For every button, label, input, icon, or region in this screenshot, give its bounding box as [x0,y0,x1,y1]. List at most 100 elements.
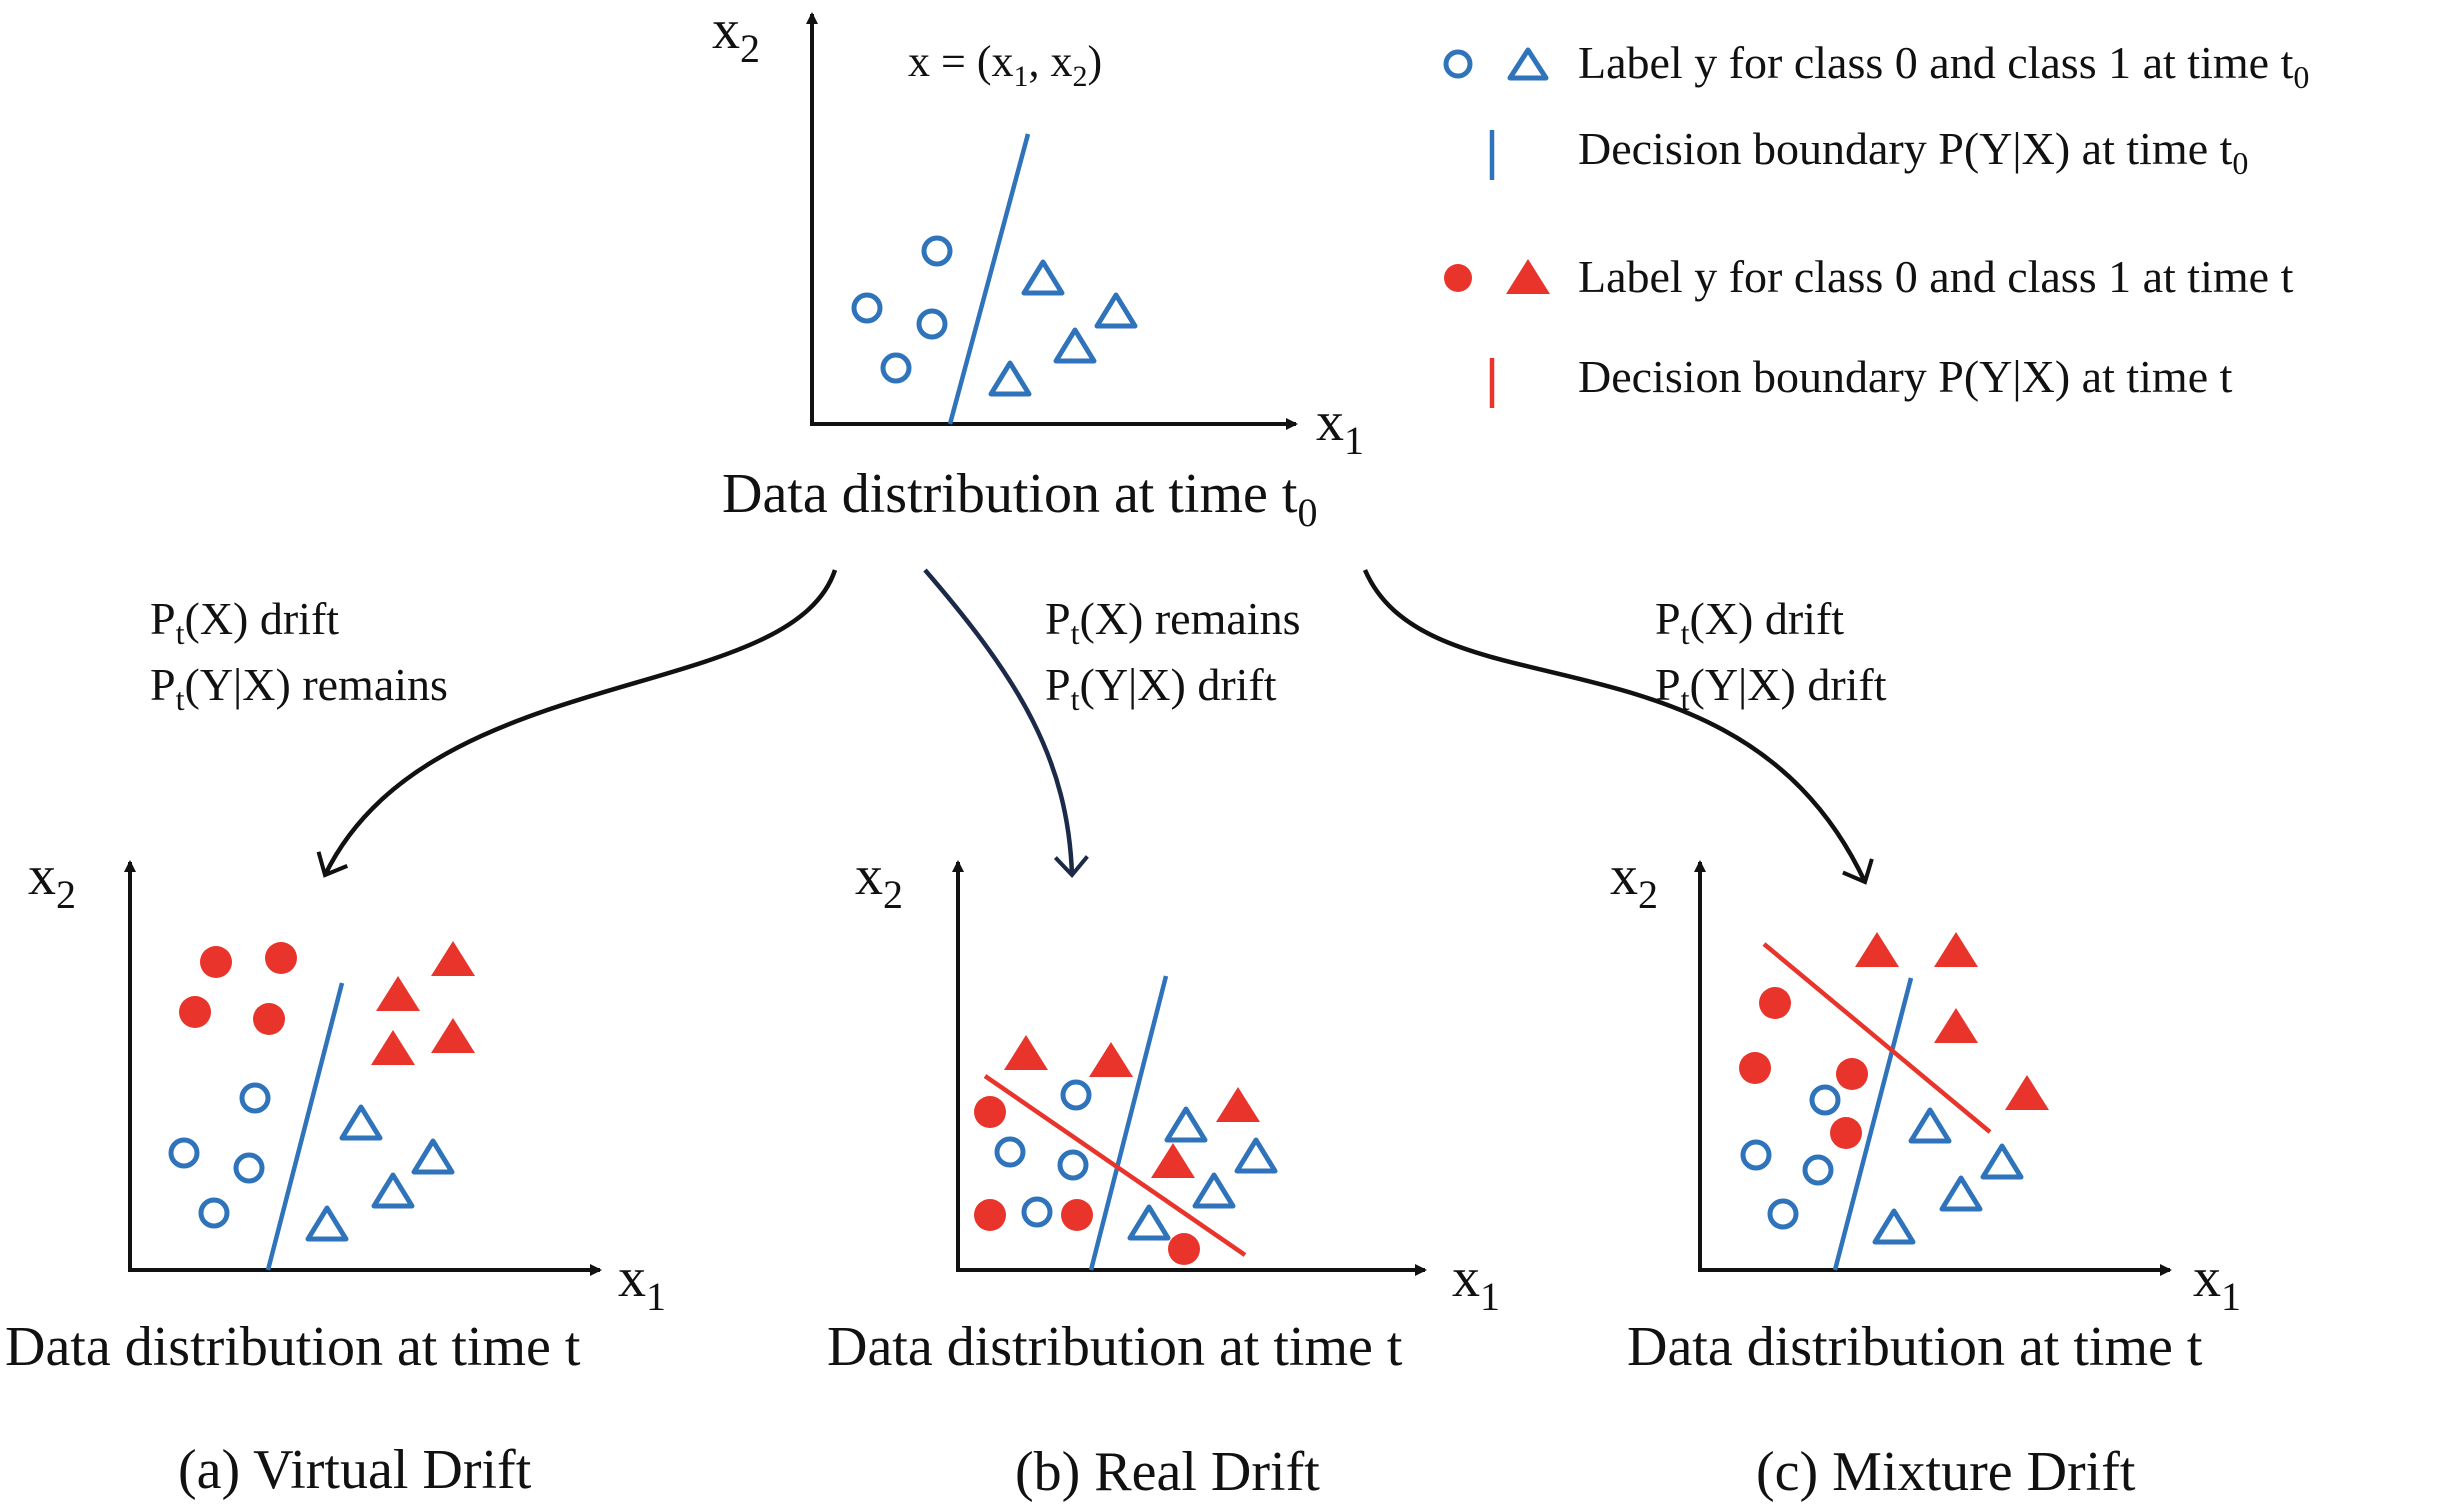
panel-c-caption: Data distribution at time t [1627,1316,2203,1378]
class0-point [1809,1084,1841,1116]
legend-row1-text: Label y for class 0 and class 1 at time … [1578,37,2309,95]
class0-point [1021,1196,1053,1228]
arrow-virtual-drift [316,569,838,878]
class0-point-t [200,946,232,978]
class1-point [1872,1208,1916,1245]
top-y-axis-label: x2 [712,0,760,71]
class1-point-t [2005,1075,2049,1110]
legend-row3-text: Label y for class 0 and class 1 at time … [1578,251,2294,302]
class1-point-t [431,1018,475,1053]
legend-row4-text: Decision boundary P(Y|X) at time t [1578,351,2233,402]
panel-a-boundary-t0 [265,982,345,1271]
class1-point [1908,1107,1952,1144]
panel-c-y-axis-label: x2 [1610,845,1658,917]
panel-b-class1-points-t0 [1127,1106,1278,1241]
panel-b-class1-points-t [1004,1035,1260,1178]
top-x-axis-label: x1 [1316,391,1364,463]
class1-point-t [1004,1035,1048,1070]
panel-a-title: (a) Virtual Drift [178,1439,532,1501]
top-class0-points [851,235,953,384]
panel-a-y-axis-label: x2 [28,845,76,917]
panel-b-boundary-t [983,1074,1247,1257]
class0-point-t [974,1096,1006,1128]
class0-point [233,1152,265,1184]
panel-a-x-axis-label: x1 [618,1247,666,1319]
panel-b-caption: Data distribution at time t [827,1316,1403,1378]
arrow-a-line2: Pt(Y|X) remains [150,659,448,717]
panel-c-class1-points-t [1855,932,2049,1110]
class1-point [339,1104,383,1141]
class0-point-t [1836,1058,1868,1090]
class1-point-t [1934,1008,1978,1043]
class1-point [1094,292,1138,329]
class0-point [1740,1139,1772,1171]
arrow-real-drift [923,568,1089,879]
panel-real-drift: x2 x1 Data distribution at [827,845,1500,1503]
panel-a-caption: Data distribution at time t [5,1316,581,1378]
panel-c-boundary-t [1762,942,1992,1134]
class0-point-t [179,996,211,1028]
panel-a-class0-points-t [179,942,297,1035]
class0-point [994,1136,1026,1168]
panel-c-title: (c) Mixture Drift [1756,1441,2136,1503]
arrow-b-line1: Pt(X) remains [1045,593,1300,651]
class0-point-t [1759,987,1791,1019]
panel-mixture-drift: x2 x1 Data distribution at [1610,845,2241,1503]
class0-point-t [1739,1052,1771,1084]
panel-b-y-axis-label: x2 [855,845,903,917]
panel-a-class0-points-t0 [168,1082,271,1229]
class1-point [411,1138,455,1175]
class1-point [1164,1106,1208,1143]
class0-point [1057,1149,1089,1181]
class1-point [1939,1175,1983,1212]
arrow-c-line1: Pt(X) drift [1655,593,1844,651]
class1-point-t [431,941,475,976]
class0-point [1060,1079,1092,1111]
panel-c-class0-points-t0 [1740,1084,1841,1230]
panel-c-class0-points-t [1739,987,1868,1149]
class1-point-t [1151,1143,1195,1178]
class0-point-t [253,1003,285,1035]
arrow-b-label: Pt(X) remains Pt(Y|X) drift [1045,593,1300,717]
legend-row-boundary-t: Decision boundary P(Y|X) at time t [1489,351,2233,408]
class1-point-t [1855,932,1899,967]
legend-hollow-circle-icon [1443,49,1473,79]
panel-a-class1-points-t0 [305,1104,455,1242]
class1-point-t [1216,1087,1260,1122]
class1-point [988,360,1032,397]
top-equation: x = (x1, x2) [908,37,1102,93]
class0-point [198,1197,230,1229]
legend-row-class-t0: Label y for class 0 and class 1 at time … [1443,37,2309,95]
top-decision-boundary [947,133,1031,425]
class1-point [1980,1143,2024,1180]
top-caption: Data distribution at time t0 [722,463,1317,535]
legend-hollow-triangle-icon [1507,47,1549,81]
class1-point [1127,1204,1171,1241]
panel-c-boundary-t0 [1832,977,1914,1271]
panel-b-class0-points-t [974,1096,1200,1265]
arrow-mixture-drift [1362,569,1874,885]
class1-point [1053,327,1097,364]
panel-c-class1-points-t0 [1872,1107,2024,1245]
class0-point-t [1168,1233,1200,1265]
class0-point-t [265,942,297,974]
class0-point [1802,1154,1834,1186]
class0-point [168,1137,200,1169]
legend-row2-text: Decision boundary P(Y|X) at time t0 [1578,123,2248,181]
top-plot: x2 x1 x = (x1, x2) Data distribution at … [712,0,1364,535]
panel-b-x-axis-label: x1 [1452,1247,1500,1319]
class1-point-t [371,1030,415,1065]
panel-b-title: (b) Real Drift [1015,1441,1320,1503]
class0-point [880,352,912,384]
class1-point [1234,1137,1278,1174]
class1-point [371,1172,415,1209]
class0-point [851,292,883,324]
top-class1-points [988,259,1138,397]
class0-point [916,308,948,340]
class0-point [921,235,953,267]
class0-point-t [1830,1117,1862,1149]
arrow-a-label: Pt(X) drift Pt(Y|X) remains [150,593,448,717]
arrow-c-line2: Pt(Y|X) drift [1655,659,1887,717]
legend-row-class-t: Label y for class 0 and class 1 at time … [1444,251,2294,302]
class1-point-t [1934,932,1978,967]
